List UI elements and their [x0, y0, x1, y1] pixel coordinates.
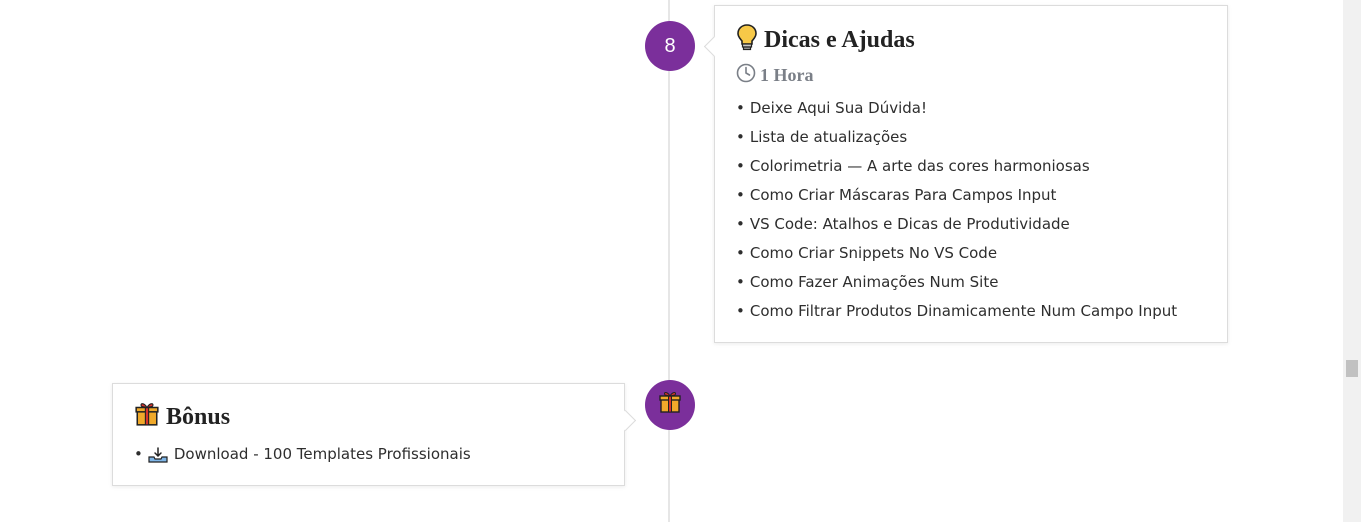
- card-bonus: Bônus • Download - 100 Templates Profiss…: [112, 383, 637, 486]
- card-dicas-e-ajudas: Dicas e Ajudas 1 Hora •Deixe Aqui Sua Dú…: [703, 5, 1228, 343]
- card-arrow: [614, 409, 637, 432]
- lesson-item[interactable]: •Como Fazer Animações Num Site: [736, 273, 999, 291]
- page-scrollbar[interactable]: [1343, 0, 1361, 522]
- duration-row: 1 Hora: [736, 63, 814, 88]
- scrollbar-thumb[interactable]: [1346, 360, 1358, 377]
- timeline-line: [668, 0, 670, 522]
- lesson-list: •Deixe Aqui Sua Dúvida! •Lista de atuali…: [736, 94, 1177, 326]
- card-arrow: [703, 35, 726, 58]
- timeline-marker-bonus: [645, 380, 695, 430]
- card-title: Dicas e Ajudas: [764, 27, 915, 53]
- lesson-item[interactable]: •Lista de atualizações: [736, 128, 908, 146]
- bonus-item[interactable]: • Download - 100 Templates Profissionais: [134, 445, 471, 463]
- gift-icon: [134, 401, 160, 434]
- download-tray-icon: [148, 446, 168, 463]
- lesson-item[interactable]: •Colorimetria — A arte das cores harmoni…: [736, 157, 1090, 175]
- gift-icon: [658, 390, 682, 420]
- card-title-row: Dicas e Ajudas: [736, 23, 915, 58]
- lesson-item[interactable]: •Como Filtrar Produtos Dinamicamente Num…: [736, 302, 1178, 320]
- timeline-marker-8: 8: [645, 21, 695, 71]
- card-title: Bônus: [166, 404, 231, 430]
- card-title-row: Bônus: [134, 401, 230, 434]
- marker-number: 8: [664, 34, 676, 57]
- lightbulb-icon: [736, 23, 758, 58]
- lesson-item[interactable]: •Como Criar Snippets No VS Code: [736, 244, 998, 262]
- clock-icon: [736, 63, 756, 88]
- lesson-item[interactable]: •Deixe Aqui Sua Dúvida!: [736, 99, 927, 117]
- lesson-item[interactable]: •Como Criar Máscaras Para Campos Input: [736, 186, 1057, 204]
- bonus-list: • Download - 100 Templates Profissionais: [134, 440, 471, 469]
- duration-text: 1 Hora: [760, 65, 814, 85]
- lesson-item[interactable]: •VS Code: Atalhos e Dicas de Produtivida…: [736, 215, 1070, 233]
